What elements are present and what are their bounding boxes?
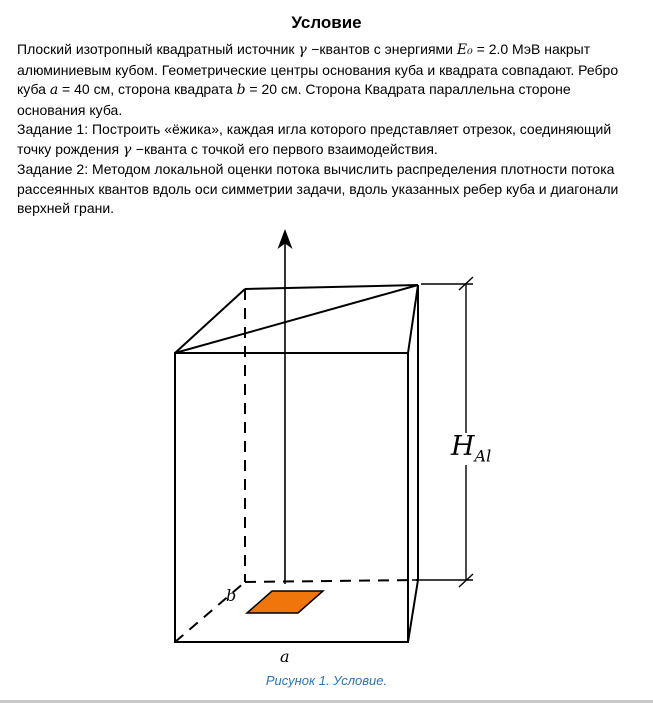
symmetry-axis-arrow [277, 229, 293, 584]
label-a: a [280, 647, 290, 666]
paragraph: Задание 2: Методом локальной оценки пото… [17, 161, 619, 216]
dimension-line-H [412, 276, 474, 588]
label-H-main: H [451, 431, 475, 462]
page-title: Условие [291, 13, 362, 32]
figure-condition: b a HAl Рисунок 1. Условие. [0, 227, 653, 689]
cube-top-left-edge [174, 288, 246, 354]
figure-caption: Рисунок 1. Условие. [265, 673, 388, 688]
cube-bottom-right-edge [407, 579, 419, 643]
label-H-Al: HAl [448, 431, 495, 466]
dimension-tick-bottom [458, 573, 474, 588]
cube-diagram [174, 229, 474, 643]
cube-top-right-edge [407, 284, 419, 354]
arrowhead-icon [277, 229, 293, 249]
source-square [245, 590, 325, 614]
dimension-tick-top [458, 276, 474, 291]
cube-bottom-back-edge [244, 579, 419, 583]
cube-top-back-edge [244, 284, 419, 290]
label-b: b [226, 586, 237, 605]
paragraph: Плоский изотропный квадратный источник γ… [17, 41, 619, 118]
cube-bottom-left-edge [174, 581, 246, 643]
problem-text: Плоский изотропный квадратный источник γ… [17, 40, 631, 219]
cube-visible-edges [174, 284, 419, 643]
top-face-diagonal [174, 284, 419, 354]
paragraph: Задание 1: Построить «ёжика», каждая игл… [17, 121, 612, 158]
cube-hidden-edges [174, 289, 419, 643]
document-page: { "title": "Условие", "problem": { "para… [0, 13, 653, 703]
label-H-sub: Al [474, 446, 492, 466]
